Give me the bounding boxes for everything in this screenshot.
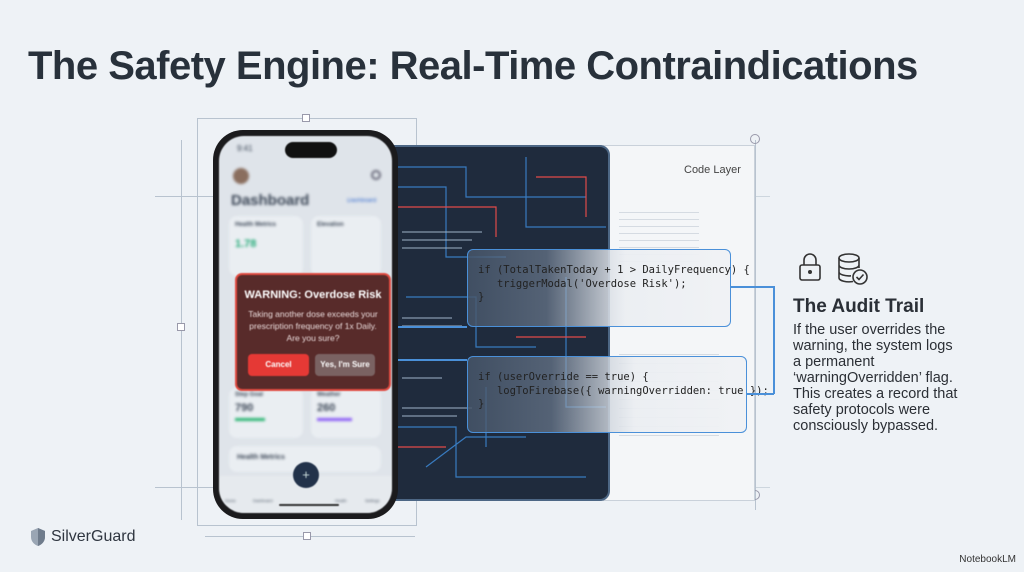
- connector-line: [747, 393, 774, 395]
- modal-body: Taking another dose exceeds your prescri…: [248, 309, 378, 343]
- guide-line: [155, 196, 215, 197]
- home-indicator: [279, 504, 339, 506]
- connector-line: [731, 286, 773, 288]
- connector-line: [370, 359, 467, 361]
- lock-icon: [799, 253, 821, 281]
- connector-line: [380, 326, 467, 328]
- brand-name: SilverGuard: [51, 528, 136, 545]
- cancel-button[interactable]: Cancel: [248, 354, 309, 376]
- nav-settings[interactable]: Settings: [365, 498, 380, 503]
- guide-line: [155, 487, 215, 488]
- resize-handle[interactable]: [302, 114, 310, 122]
- code-block-overdose-check: if (TotalTakenToday + 1 > DailyFrequency…: [467, 249, 750, 327]
- modal-title: WARNING: Overdose Risk: [244, 289, 382, 301]
- code-block-override-log: if (userOverride == true) { logToFirebas…: [467, 356, 769, 433]
- add-fab-button[interactable]: +: [293, 462, 319, 488]
- card-elevation[interactable]: Elevation: [311, 216, 381, 276]
- nav-home[interactable]: Home: [225, 498, 236, 503]
- code-line: }: [478, 398, 485, 410]
- resize-handle[interactable]: [303, 532, 311, 540]
- shield-icon: [31, 528, 45, 546]
- audit-heading: The Audit Trail: [793, 296, 925, 317]
- page-title: The Safety Engine: Real-Time Contraindic…: [28, 44, 918, 88]
- dashboard-chip[interactable]: Dashboard: [347, 198, 377, 204]
- overdose-warning-modal: WARNING: Overdose Risk Taking another do…: [235, 273, 391, 391]
- screen-title: Dashboard: [231, 192, 310, 209]
- code-line: triggerModal('Overdose Risk');: [478, 277, 687, 290]
- brand-logo: SilverGuard: [30, 527, 135, 547]
- confirm-override-button[interactable]: Yes, I'm Sure: [315, 354, 375, 376]
- code-line: logToFirebase({ warningOverridden: true …: [478, 384, 769, 397]
- resize-handle[interactable]: [177, 323, 185, 331]
- notebooklm-watermark: NotebookLM: [959, 554, 1016, 565]
- database-check-icon: [838, 253, 868, 285]
- code-line: if (TotalTakenToday + 1 > DailyFrequency…: [478, 264, 750, 276]
- dynamic-island: [285, 142, 337, 158]
- nav-health[interactable]: Health: [335, 498, 347, 503]
- audit-description: If the user overrides the warning, the s…: [793, 322, 958, 434]
- code-layer-label: Code Layer: [684, 164, 741, 176]
- nav-dashboard[interactable]: Dashboard: [253, 498, 273, 503]
- guide-node: [750, 134, 760, 144]
- connector-line: [773, 286, 775, 394]
- code-line: if (userOverride == true) {: [478, 371, 649, 383]
- avatar[interactable]: [233, 168, 249, 184]
- guide-line: [755, 140, 756, 510]
- bell-icon[interactable]: [371, 170, 381, 180]
- status-time: 9:41: [237, 144, 253, 153]
- code-line: }: [478, 291, 485, 303]
